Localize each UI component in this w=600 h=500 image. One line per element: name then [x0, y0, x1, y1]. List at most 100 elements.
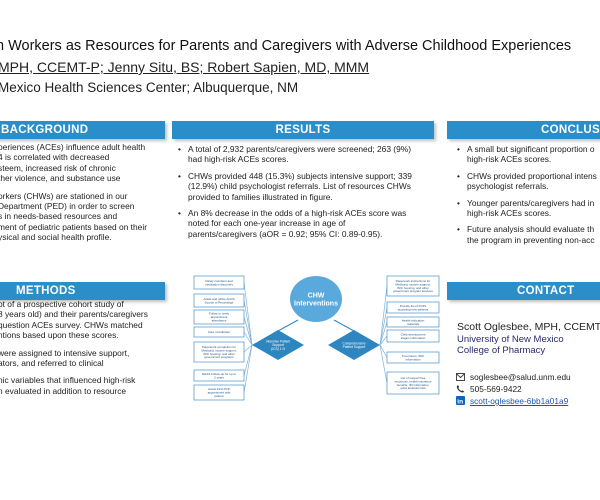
methods-line: ot of a prospective cohort study of [0, 299, 124, 309]
results-heading: RESULTS [172, 121, 434, 139]
right-intervention-box [386, 351, 440, 364]
connector-line [243, 344, 253, 393]
methods-line: nic variables that influenced high-risk [0, 375, 136, 386]
results-list: A total of 2,932 parents/caregivers were… [176, 144, 432, 245]
methods-line: were assigned to intensive support, [0, 347, 130, 358]
connector-line [243, 316, 253, 346]
connector-line [379, 307, 388, 346]
connector-line [243, 331, 253, 346]
methods-line: question ACEs survey. CHWs matched [0, 319, 143, 330]
background-line: Department (PED) in order to screen [0, 200, 135, 211]
results-bullet: CHWs provided 448 (15.3%) subjects inten… [176, 171, 432, 202]
background-line: 4 is correlated with decreased [0, 152, 110, 163]
background-line: s in needs-based resources and [0, 211, 118, 222]
background-line: ment of pediatric patients based on thei… [0, 221, 147, 232]
methods-line [0, 368, 148, 375]
left-intervention-box [193, 275, 245, 290]
contact-phone-row: 505-569-9422 [456, 384, 522, 394]
connector-line [243, 344, 253, 353]
phone-icon [456, 385, 465, 393]
conclusion-bullet: A small but significant proportion ohigh… [455, 144, 600, 165]
left-intervention-box [193, 309, 245, 325]
authors-text: MPH, CCEMT-P; Jenny Situ, BS; Robert Sap… [0, 59, 370, 75]
methods-heading: METHODS [0, 282, 165, 300]
contact-name: Scott Oglesbee, MPH, CCEMT- [457, 321, 600, 333]
right-intervention-box [386, 301, 440, 314]
background-line: ysical and social health profile. [0, 232, 112, 243]
connector-line [379, 321, 388, 346]
conclusion-bullet: CHWs provided proportional intenspsychol… [455, 171, 600, 192]
contact-org-college: College of Pharmacy [457, 345, 546, 356]
background-heading: BACKGROUND [0, 121, 165, 139]
conclusion-bullet: Younger parents/caregivers had inhigh-ri… [455, 198, 600, 219]
contact-phone: 505-569-9422 [470, 384, 522, 394]
background-line: orkers (CHWs) are stationed in our [0, 190, 128, 201]
svg-text:in: in [457, 398, 463, 405]
right-intervention-box [386, 371, 440, 395]
results-bullet: A total of 2,932 parents/caregivers were… [176, 144, 432, 165]
left-intervention-box [193, 384, 245, 401]
background-line: periences (ACEs) influence adult health [0, 142, 146, 152]
right-intervention-box [386, 316, 440, 328]
poster-title: n Workers as Resources for Parents and C… [0, 38, 572, 54]
linkedin-icon: in [456, 396, 465, 405]
connector-line [379, 335, 388, 346]
left-intervention-box [193, 293, 245, 308]
methods-line: n evaluated in addition to resource [0, 385, 127, 396]
left-intervention-text: Care coordinator [208, 330, 230, 334]
contact-linkedin[interactable]: scott-oglesbee-6bb1a01a9 [470, 396, 569, 406]
contact-email[interactable]: soglesbee@salud.unm.edu [470, 372, 571, 382]
methods-line: 8 years old) and their parents/caregiver… [0, 309, 148, 320]
poster-affiliation: Mexico Health Sciences Center; Albuquerq… [0, 80, 299, 95]
connector-line [277, 319, 299, 332]
methods-line: ntions based upon these scores. [0, 330, 119, 341]
connector-line [243, 300, 253, 346]
results-bullet: An 8% decrease in the odds of a high-ris… [176, 208, 432, 239]
intensive-support-diamond [252, 330, 304, 360]
comprehensive-support-diamond [328, 330, 380, 360]
conclusions-list: A small but significant proportion ohigh… [455, 144, 600, 251]
envelope-icon [456, 373, 465, 381]
connector-line [379, 344, 388, 384]
background-line: ther violence, and substance use [0, 173, 121, 184]
left-intervention-box [193, 326, 245, 338]
contact-email-row: soglesbee@salud.unm.edu [456, 372, 571, 382]
chw-interventions-bubble [290, 276, 342, 322]
methods-line [0, 341, 148, 348]
connector-line [243, 282, 253, 346]
left-intervention-box [193, 369, 245, 382]
background-line: steem, increased risk of chronic [0, 162, 116, 173]
left-intervention-box [193, 341, 245, 363]
contact-org-university: University of New Mexico [457, 334, 564, 345]
background-line [0, 184, 147, 191]
right-intervention-box [386, 275, 440, 297]
connector-line [379, 344, 388, 358]
methods-line: ators, and referred to clinical [0, 357, 104, 368]
conclusions-heading: CONCLUSIO [447, 121, 600, 139]
connector-line [243, 344, 253, 376]
right-intervention-box [386, 329, 440, 343]
contact-heading: CONTACT INFOR [447, 282, 600, 315]
poster-authors: MPH, CCEMT-P; Jenny Situ, BS; Robert Sap… [0, 59, 369, 75]
contact-linkedin-row: in scott-oglesbee-6bb1a01a9 [456, 396, 568, 406]
connector-line [333, 319, 355, 332]
